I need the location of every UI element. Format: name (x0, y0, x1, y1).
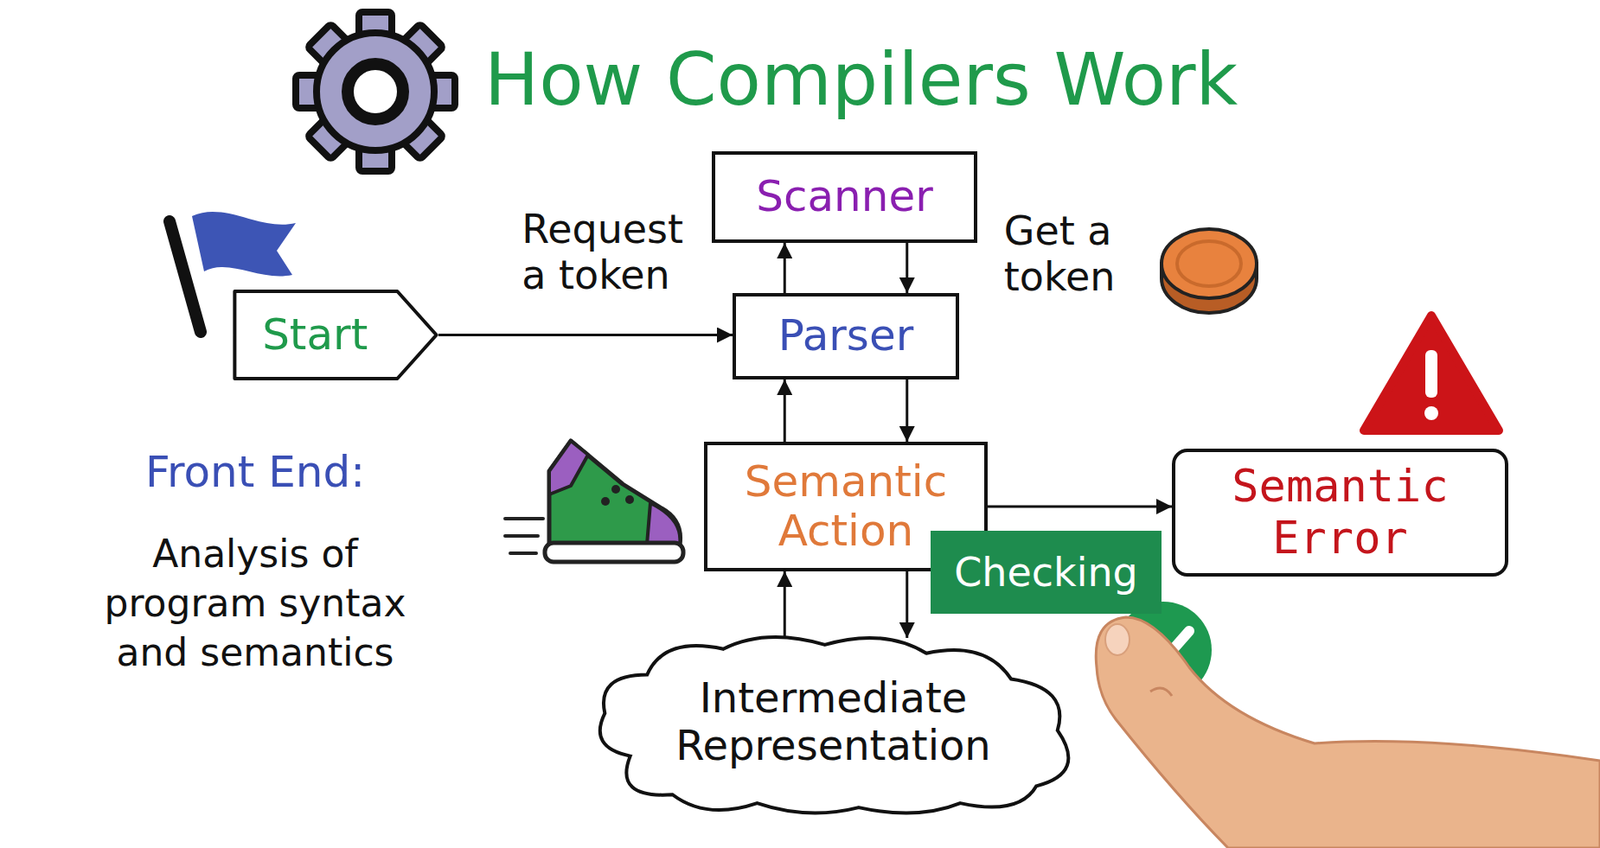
note-text: Analysis of program syntax and semantics (73, 529, 437, 679)
shoe-icon (544, 543, 684, 563)
shoe-icon (611, 485, 621, 494)
hand-figure (1150, 688, 1172, 697)
process-box: Parser (732, 293, 960, 380)
cloud-shape: Intermediate Representation (579, 627, 1088, 817)
shoe-icon (505, 534, 538, 538)
node-text: Intermediate Representation (652, 674, 1016, 770)
node-text: Start (262, 310, 368, 361)
edge-label: Get a token (1004, 208, 1134, 301)
start-terminal: Start (232, 290, 439, 380)
shoe-icon (625, 495, 634, 505)
hand-figure (1105, 624, 1130, 656)
node-text: Scanner (755, 172, 934, 223)
flow-arrow (438, 333, 733, 337)
hand-figure (1095, 617, 1600, 848)
gear-icon (316, 32, 435, 151)
gear-icon (295, 12, 455, 172)
shoe-icon (549, 441, 589, 495)
diagram-title: How Compilers Work (484, 38, 1238, 122)
error-box: Semantic Error (1171, 448, 1509, 577)
hand-figure (1095, 617, 1600, 848)
warning-icon (1363, 315, 1499, 431)
shoe-icon (505, 441, 684, 563)
coin-icon (1177, 241, 1242, 287)
flow-arrow (783, 243, 787, 294)
flag-icon (169, 221, 201, 333)
warning-icon (1425, 350, 1438, 398)
tag-label: Checking (930, 531, 1162, 615)
shoe-icon (505, 517, 544, 521)
section-heading: Front End: (73, 448, 437, 499)
shoe-icon (601, 497, 610, 506)
start-outline (234, 291, 436, 379)
flow-arrow (905, 379, 909, 442)
warning-icon (1424, 406, 1439, 421)
coin-icon (1161, 229, 1257, 314)
shoe-icon (646, 503, 680, 545)
node-text: Semantic Error (1210, 460, 1471, 565)
flow-arrow (987, 505, 1172, 509)
coin-icon (1161, 229, 1257, 299)
gear-icon (347, 64, 404, 120)
flow-arrow (905, 243, 909, 294)
warning-icon (1363, 315, 1499, 431)
process-box: Scanner (711, 151, 978, 244)
node-text: Checking (953, 550, 1139, 596)
edge-label: Request a token (521, 206, 695, 299)
flow-arrow (783, 571, 787, 639)
flag-icon (192, 211, 296, 277)
shoe-icon (549, 441, 681, 545)
cloud-outline (600, 637, 1069, 813)
flow-arrow (905, 571, 909, 639)
shoe-icon (510, 551, 537, 556)
node-text: Parser (778, 311, 914, 362)
flow-arrow (783, 379, 787, 442)
node-text: Semantic Action (733, 457, 959, 557)
